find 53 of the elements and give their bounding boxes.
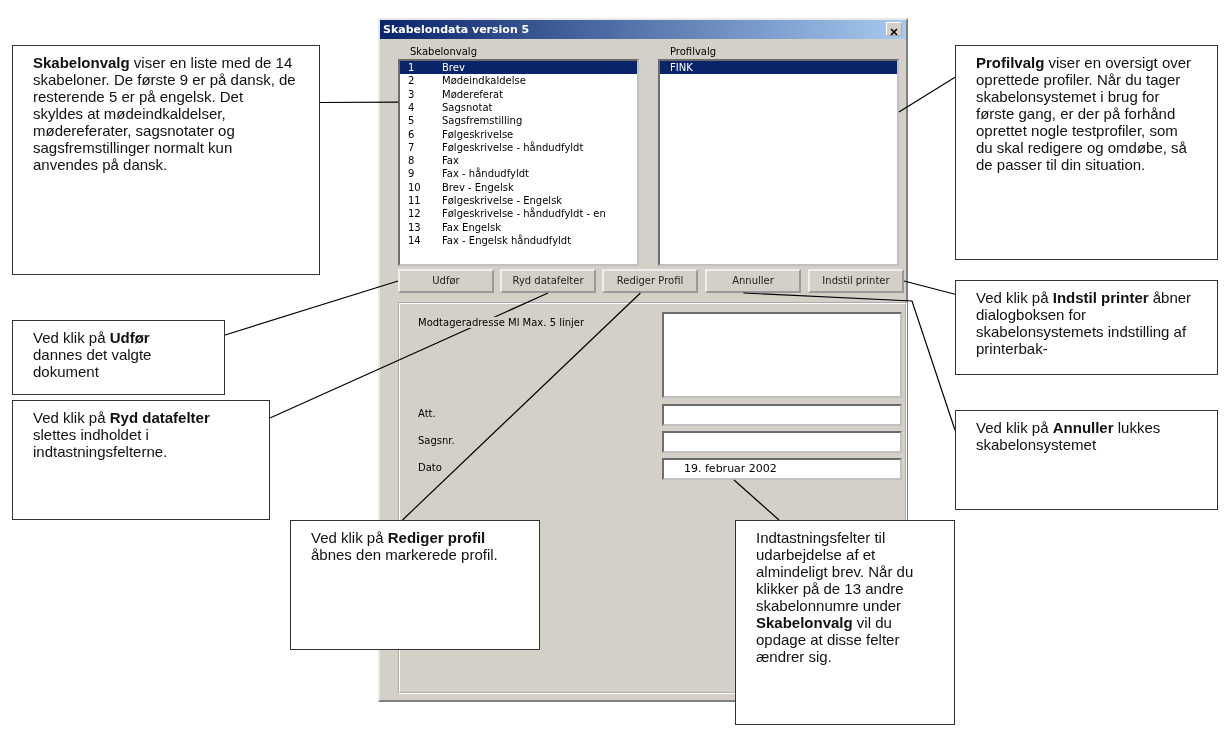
callout-box: Ved klik på Rediger profil åbnes den markerede profil. xyxy=(290,520,540,650)
button: Udfør xyxy=(398,269,494,293)
item-number: 2 xyxy=(408,74,415,88)
list-item: Mødeindkaldelse xyxy=(442,74,526,88)
list-item: Mødereferat xyxy=(442,87,504,101)
list-heading: Profilvalg xyxy=(670,46,717,57)
item-number: 13 xyxy=(408,220,421,234)
list-item: FINK xyxy=(670,61,693,75)
list-item: Fax Engelsk xyxy=(442,220,501,234)
input-field xyxy=(662,312,902,398)
callout-box: Profilvalg viser en oversigt over oprettede profiler. Når du tager skabelonsystemet i brug for første gang, er der på forhånd oprettet nogle testprofiler, som du skal redigere og omdøbe, så de passer til din situation. xyxy=(955,45,1218,260)
callout-box: Ved klik på Annuller lukkes skabelonsystemet xyxy=(955,410,1218,510)
list-item: Følgeskrivelse - håndudfyldt - en xyxy=(442,207,606,221)
callout-box: Ved klik på Indstil printer åbner dialogboksen for skabelonsystemets indstilling af printerbak- xyxy=(955,280,1218,375)
button: Rediger Profil xyxy=(602,269,698,293)
list-item: Følgeskrivelse xyxy=(442,127,514,141)
callout-box: Ved klik på Ryd datafelter slettes indholdet i indtastningsfelterne. xyxy=(12,400,270,520)
button: Annuller xyxy=(705,269,801,293)
field-label: Modtageradresse Ml Max. 5 linjer xyxy=(417,317,586,328)
input-field xyxy=(662,431,902,453)
field-label: Dato xyxy=(417,462,443,473)
callout-box: Indtastningsfelter til udarbejdelse af et almindeligt brev. Når du klikker på de 13 andre skabelonnumre under Skabelonvalg vil du opdage at disse felter ændrer sig. xyxy=(735,520,955,725)
field-label: Sagsnr. xyxy=(417,435,456,446)
list-item: Fax - Engelsk håndudfyldt xyxy=(442,233,572,248)
list-item: Brev - Engelsk xyxy=(442,180,514,194)
callout-box: Skabelonvalg viser en liste med de 14 skabeloner. De første 9 er på dansk, de resterende 5 er på engelsk. Det skyldes at mødeindkaldelser, mødereferater, sagsnotater og sagsfremstillinger normalt kun anvendes på dansk. xyxy=(12,45,320,275)
list-heading: Skabelonvalg xyxy=(410,46,477,57)
input-field xyxy=(662,404,902,426)
item-number: 12 xyxy=(408,207,421,221)
list-item: Sagsfremstilling xyxy=(442,114,523,128)
item-number: 1 xyxy=(408,61,415,75)
item-number: 4 xyxy=(408,100,415,115)
item-number: 5 xyxy=(408,114,415,128)
list-item: Sagsnotat xyxy=(442,100,493,115)
button: Ryd datafelter xyxy=(500,269,596,293)
item-number: 8 xyxy=(408,154,415,168)
button: Indstil printer xyxy=(808,269,904,293)
callout-box: Ved klik på Udfør dannes det valgte dokument xyxy=(12,320,225,395)
input-field: 19. februar 2002 xyxy=(662,458,902,480)
list-item: Fax - håndudfyldt xyxy=(442,167,529,181)
item-number: 7 xyxy=(408,140,415,155)
field-label: Att. xyxy=(417,408,437,419)
list-item: Følgeskrivelse - Engelsk xyxy=(442,194,563,208)
item-number: 11 xyxy=(408,194,421,208)
list-item: Følgeskrivelse - håndudfyldt xyxy=(442,140,584,155)
item-number: 3 xyxy=(408,87,415,101)
item-number: 14 xyxy=(408,233,421,248)
list-item: Brev xyxy=(442,61,465,75)
item-number: 10 xyxy=(408,180,421,194)
item-number: 6 xyxy=(408,127,415,141)
item-number: 9 xyxy=(408,167,415,181)
list-item: Fax xyxy=(442,154,459,168)
title-bar: Skabelondata version 5 xyxy=(380,20,906,39)
